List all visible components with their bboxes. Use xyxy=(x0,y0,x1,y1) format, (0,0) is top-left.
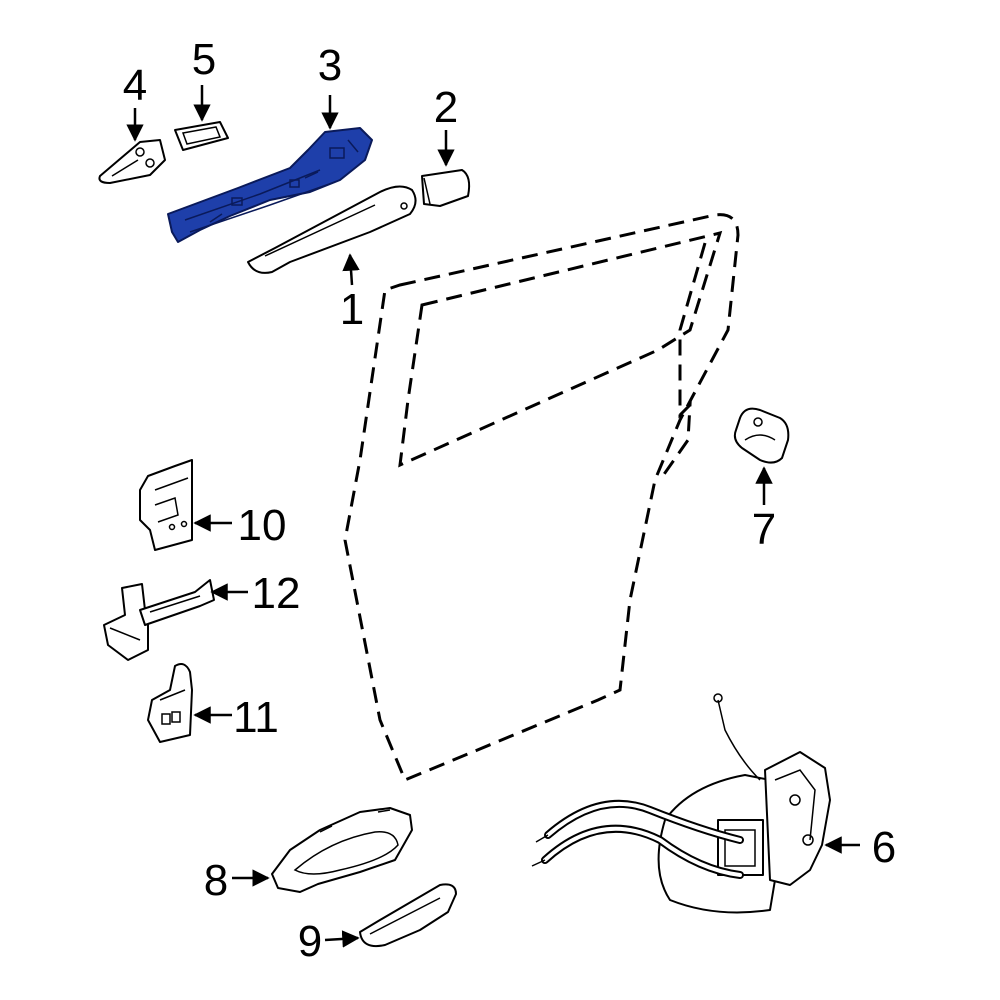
part-4-escutcheon[interactable] xyxy=(98,139,166,184)
part-7-striker[interactable] xyxy=(733,407,790,464)
leader-arrows xyxy=(126,85,860,948)
callout-4: 4 xyxy=(123,61,147,110)
part-11-hinge[interactable] xyxy=(147,663,193,743)
part-8-inside-handle[interactable] xyxy=(271,807,413,893)
callout-3: 3 xyxy=(318,41,342,90)
callout-10: 10 xyxy=(238,501,287,550)
part-10-hinge-bracket[interactable] xyxy=(139,459,193,551)
callout-1: 1 xyxy=(340,285,364,334)
callout-12: 12 xyxy=(252,569,301,618)
door-outline xyxy=(343,213,740,782)
arrow-9 xyxy=(324,930,360,948)
part-1-outside-handle[interactable] xyxy=(247,185,417,274)
part-12-door-check[interactable] xyxy=(103,579,215,661)
part-5-gasket[interactable] xyxy=(174,121,229,151)
part-3-handle-bracket[interactable] xyxy=(167,127,373,243)
part-6-lock-actuator[interactable] xyxy=(531,693,831,914)
callout-6: 6 xyxy=(872,823,896,872)
arrow-1 xyxy=(342,253,360,286)
callout-8: 8 xyxy=(204,856,228,905)
callout-9: 9 xyxy=(298,917,322,966)
callout-2: 2 xyxy=(434,83,458,132)
callout-7: 7 xyxy=(752,505,776,554)
callout-5: 5 xyxy=(192,35,216,84)
callout-labels: 1 2 3 4 5 6 7 8 9 10 11 12 xyxy=(123,35,896,966)
callout-11: 11 xyxy=(233,693,279,742)
part-9-handle-cover[interactable] xyxy=(359,883,457,948)
part-2-handle-cap[interactable] xyxy=(421,169,471,207)
